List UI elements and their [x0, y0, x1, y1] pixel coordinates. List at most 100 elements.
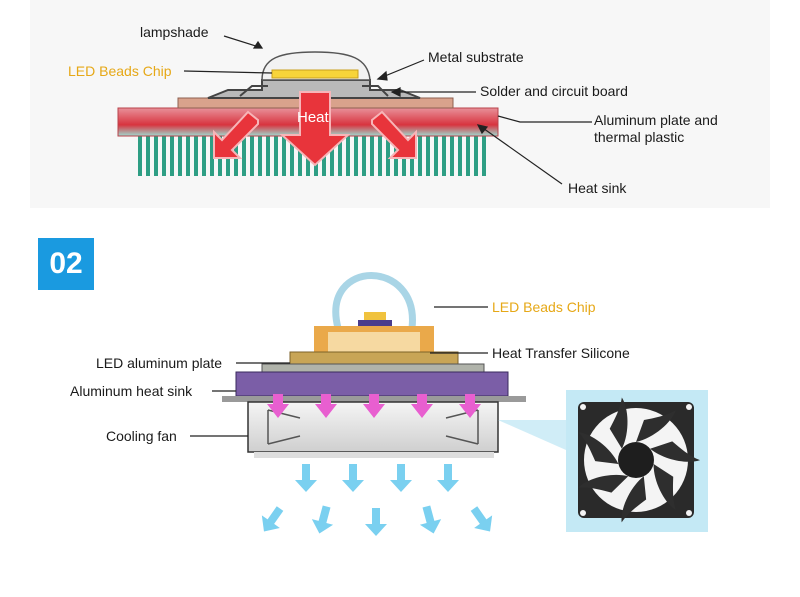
- air-arrow: [261, 506, 284, 532]
- led-chip-small: [364, 312, 386, 320]
- heat-sink-fin: [266, 136, 270, 176]
- air-arrow: [295, 464, 317, 492]
- heat-sink-fin: [154, 136, 158, 176]
- heat-arrow-left: [213, 110, 259, 159]
- leader-heat-sink-head: [476, 124, 489, 135]
- pink-heat-arrow: [411, 394, 433, 418]
- label-heat: Heat: [297, 109, 329, 126]
- top-leader-lines: [183, 35, 592, 185]
- heat-sink-fin: [370, 136, 374, 176]
- heat-sink-fin: [202, 136, 206, 176]
- heat-sink-fin: [386, 136, 390, 176]
- heat-sink-fin: [330, 136, 334, 176]
- heat-sink-fin: [474, 136, 478, 176]
- heat-sink-fin: [138, 136, 142, 176]
- solder-lead-left: [239, 85, 268, 97]
- leader-solder-head: [390, 87, 401, 97]
- fan-screw-hole-tr: [686, 404, 692, 410]
- heat-sink-fin: [194, 136, 198, 176]
- pink-heat-arrow: [459, 394, 481, 418]
- fan-icon: [578, 397, 701, 523]
- fan-blade: [609, 397, 628, 449]
- leader-lampshade-head: [252, 40, 264, 49]
- heat-sink-fin: [274, 136, 278, 176]
- heat-sink-fin: [354, 136, 358, 176]
- fan-base: [254, 452, 494, 458]
- fan-screw-hole-tl: [580, 404, 586, 410]
- led-chip: [271, 69, 359, 79]
- label-lampshade: lampshade: [140, 24, 209, 40]
- heat-sink-fin: [186, 136, 190, 176]
- pink-heat-arrows: [267, 394, 481, 418]
- leader-heat-sink: [479, 125, 563, 185]
- fan-struts: [267, 409, 479, 445]
- heat-sink-fin: [346, 136, 350, 176]
- label-heat-sink: Heat sink: [568, 180, 627, 196]
- heat-sink-fin: [418, 136, 422, 176]
- heat-sink-fin: [458, 136, 462, 176]
- heat-sink-fin: [426, 136, 430, 176]
- lens-arch: [332, 272, 416, 329]
- fan-blade: [650, 441, 701, 462]
- label-aluminum-plate-2: thermal plastic: [594, 129, 685, 145]
- air-arrow: [365, 508, 387, 536]
- air-arrows: [261, 464, 493, 536]
- fan-screw-hole-br: [686, 510, 692, 516]
- label-b-heat-transfer: Heat Transfer Silicone: [492, 345, 630, 361]
- leader-led-chip: [183, 70, 273, 74]
- fan-blade: [636, 410, 676, 442]
- heat-arrows: [213, 91, 417, 167]
- heat-sink-fin: [298, 136, 302, 176]
- air-arrow: [437, 464, 459, 492]
- air-arrow: [311, 505, 334, 534]
- heat-sink-fin: [338, 136, 342, 176]
- label-aluminum-plate-1: Aluminum plate and: [594, 112, 718, 128]
- led-chip-base: [358, 320, 392, 326]
- heat-sink-fin: [466, 136, 470, 176]
- section-badge: 02: [38, 238, 94, 290]
- label-b-led-plate: LED aluminum plate: [96, 355, 223, 371]
- fan-blade: [578, 432, 619, 465]
- heat-sink-fin: [282, 136, 286, 176]
- heat-sink-fin: [434, 136, 438, 176]
- solder-lead-right: [362, 85, 389, 97]
- fan-screw-hole-bl: [580, 510, 586, 516]
- heat-sink-fin: [362, 136, 366, 176]
- label-b-fan: Cooling fan: [106, 428, 177, 444]
- led-housing-inner: [328, 332, 420, 352]
- fan-blade: [621, 476, 647, 523]
- label-led-chip: LED Beads Chip: [68, 63, 172, 79]
- heat-sink-fin: [210, 136, 214, 176]
- label-b-led-chip: LED Beads Chip: [492, 299, 596, 315]
- fan-hub: [618, 442, 654, 478]
- air-arrow: [419, 505, 442, 534]
- fan-blade: [578, 474, 629, 493]
- heat-sink-fin: [482, 136, 486, 176]
- label-b-al-sink: Aluminum heat sink: [70, 383, 193, 399]
- air-arrow: [470, 506, 493, 532]
- air-arrow: [390, 464, 412, 492]
- label-metal-substrate: Metal substrate: [428, 49, 524, 65]
- heat-sink-fin: [250, 136, 254, 176]
- heat-sink-fin: [442, 136, 446, 176]
- bottom-leader-lines: [190, 306, 488, 437]
- led-aluminum-plate: [289, 351, 459, 365]
- heat-sink-fin: [170, 136, 174, 176]
- heat-sink-fin: [258, 136, 262, 176]
- heat-arrow-center: [279, 91, 351, 167]
- heat-sink-fin: [290, 136, 294, 176]
- fan-blade: [653, 464, 676, 511]
- leader-metal-head: [376, 70, 388, 81]
- pink-heat-arrow: [315, 394, 337, 418]
- heat-arrow-right: [371, 110, 417, 159]
- heat-sink-fin: [178, 136, 182, 176]
- heat-sink-fin: [378, 136, 382, 176]
- air-arrow: [342, 464, 364, 492]
- heat-sink-fin: [162, 136, 166, 176]
- pink-heat-arrow: [363, 394, 385, 418]
- aluminum-heat-sink: [235, 371, 509, 397]
- heat-sink-fin: [242, 136, 246, 176]
- label-solder: Solder and circuit board: [480, 83, 628, 99]
